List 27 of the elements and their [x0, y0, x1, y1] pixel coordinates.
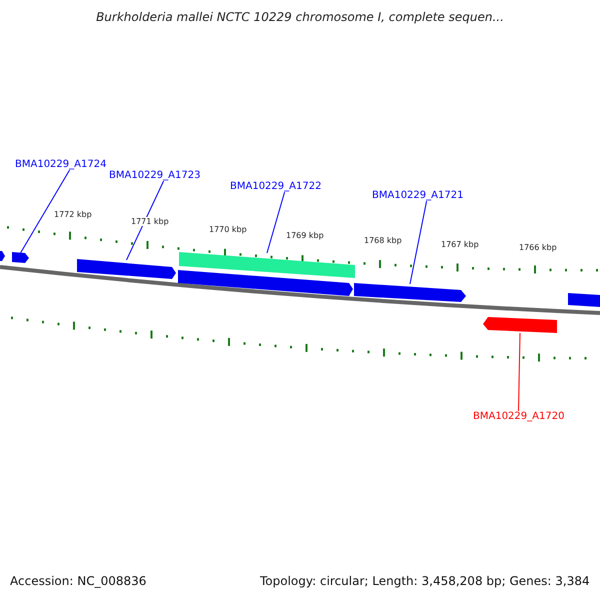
leader-line: [20, 170, 70, 254]
leader-line: [410, 200, 428, 284]
gene-feature: [568, 293, 600, 307]
gene-feature: [179, 252, 355, 278]
scale-label: 1769 kbp: [286, 231, 324, 240]
gene-label: BMA10229_A1724: [15, 159, 106, 170]
scale-label: 1770 kbp: [209, 225, 247, 234]
gene-feature: [77, 259, 176, 279]
gene-label: BMA10229_A1722: [230, 181, 322, 192]
gene-feature: [483, 317, 557, 333]
scale-label: 1766 kbp: [519, 243, 557, 252]
gene-label: BMA10229_A1723: [109, 170, 200, 181]
scale-label: 1767 kbp: [441, 240, 479, 249]
scale-label: 1768 kbp: [364, 236, 402, 245]
gene-label: BMA10229_A1721: [372, 190, 464, 201]
gene-feature: [12, 252, 29, 263]
leader-line: [266, 192, 286, 254]
gene-label: BMA10229_A1720: [473, 411, 564, 422]
scale-label: 1772 kbp: [54, 210, 92, 219]
footer-text: Accession: NC_008836: [10, 574, 146, 588]
scale-label: 1771 kbp: [131, 217, 169, 226]
leader-line: [126, 180, 164, 260]
diagram-title: Burkholderia mallei NCTC 10229 chromosome I, complete sequen...: [96, 10, 504, 24]
leader-line: [518, 332, 520, 412]
gene-feature: [0, 251, 5, 261]
gene-feature: [354, 283, 466, 302]
footer-text: Topology: circular; Length: 3,458,208 bp; Genes: 3,384: [260, 574, 590, 588]
